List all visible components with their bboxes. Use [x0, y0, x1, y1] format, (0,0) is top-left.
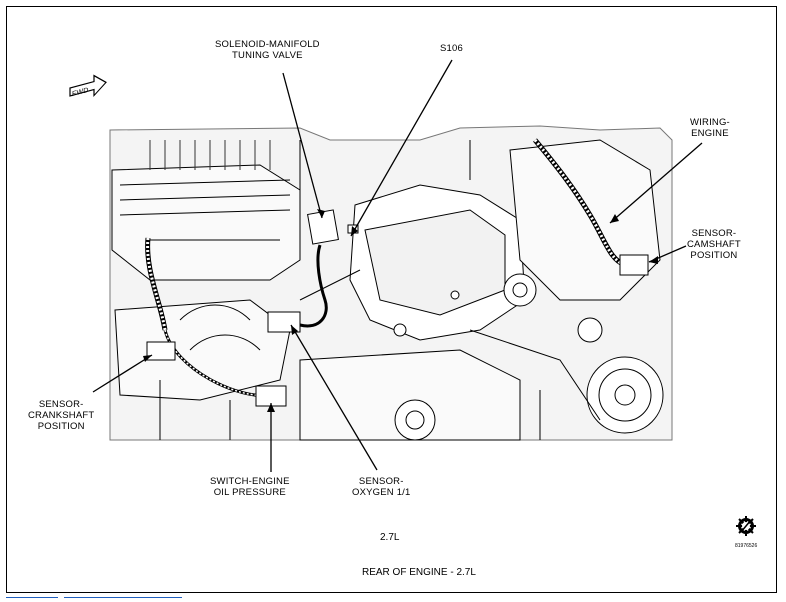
engine-artwork	[109, 125, 673, 441]
view-title-caption: REAR OF ENGINE - 2.7L	[362, 567, 476, 578]
figure-id: 81976526	[735, 543, 758, 549]
engine-size-caption: 2.7L	[380, 532, 400, 543]
leader-solenoid	[282, 72, 323, 219]
leader-lines	[92, 59, 703, 472]
crankshaft-connector	[146, 341, 176, 361]
link-underline-2[interactable]	[64, 597, 182, 598]
leader-s106	[350, 59, 453, 237]
leader-wiring-engine	[609, 142, 703, 224]
service-gear-icon	[736, 516, 756, 536]
leader-crankshaft	[92, 354, 153, 393]
fwd-arrow-icon	[69, 74, 107, 98]
label-sensor-oxygen: SENSOR-OXYGEN 1/1	[352, 476, 411, 498]
label-s106: S106	[440, 43, 463, 54]
leader-oxygen	[290, 324, 378, 471]
label-wiring-engine: WIRING-ENGINE	[690, 117, 730, 139]
link-underline-1[interactable]	[6, 597, 58, 598]
camshaft-connector	[619, 254, 649, 276]
